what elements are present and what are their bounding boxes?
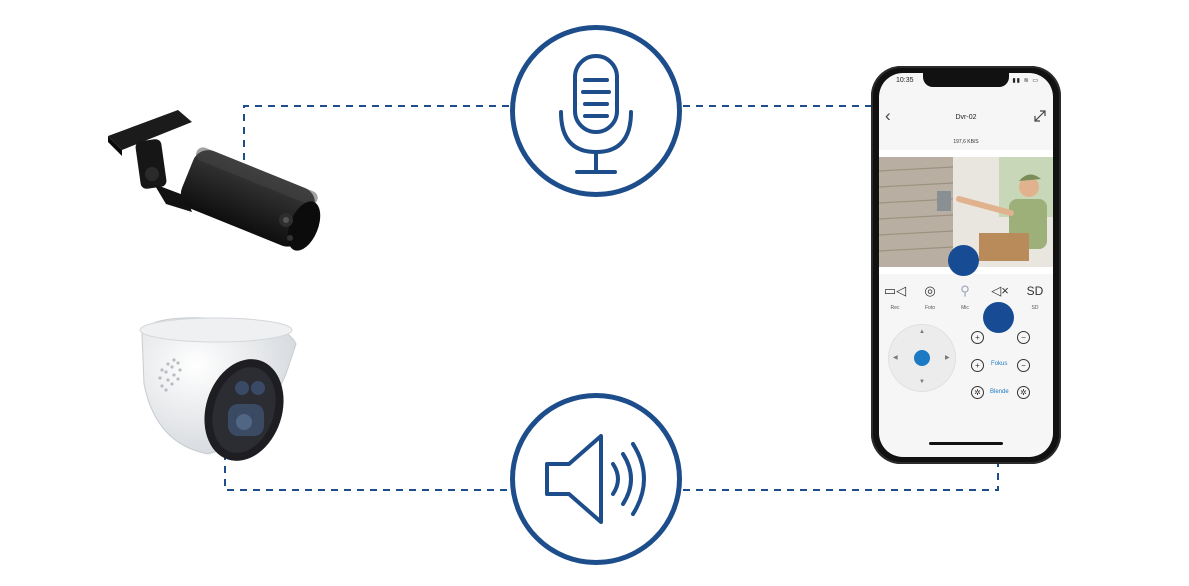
phone-screen: 10:35 ▮▮ ≋ ▭ ‹ Dvr-02 197,6 KB/S [879,73,1053,457]
iris-open-icon[interactable]: ✲ [971,386,984,399]
microphone-icon [559,54,633,174]
speaker-feature-circle [510,393,682,565]
zoom-out-box-icon[interactable]: − [1017,331,1030,344]
toolbar-mic[interactable]: ⚲ Mic [951,283,979,311]
status-icons: ▮▮ ≋ ▭ [1012,78,1039,84]
phone-notch [923,73,1009,87]
toolbar-mute[interactable]: ◁× [986,283,1014,305]
ptz-down-icon[interactable]: ▼ [919,379,925,385]
toolbar-sd[interactable]: SD SD [1021,283,1049,311]
mic-callout-marker [948,245,979,276]
focus-plus-icon[interactable]: + [971,359,984,372]
ptz-joystick[interactable]: ▲ ▼ ◀ ▶ [889,325,955,391]
microphone-icon: ⚲ [960,283,970,298]
toolbar-label: Mic [961,305,969,311]
photo-camera-icon: ◎ [924,283,936,298]
speaker-callout-marker [983,302,1014,333]
toolbar-rec[interactable]: ▭◁ Rec [881,283,909,311]
focus-minus-icon[interactable]: − [1017,359,1030,372]
toolbar-foto[interactable]: ◎ Foto [916,283,944,311]
toolbar-label: Foto [924,305,935,311]
toolbar-label: Rec [890,305,900,311]
zoom-in-box-icon[interactable]: + [971,331,984,344]
ptz-up-icon[interactable]: ▲ [919,329,925,335]
dome-camera [139,317,297,461]
top-connector-left [243,105,510,160]
speaker-icon [545,434,646,524]
bitrate-readout: 197,6 KB/S [953,139,979,145]
device-title: Dvr-02 [955,114,977,121]
ptz-left-icon[interactable]: ◀ [893,355,898,361]
ptz-center-knob[interactable] [914,350,930,366]
status-time: 10:35 [896,77,914,84]
bullet-camera [108,110,321,251]
iris-close-icon[interactable]: ✲ [1017,386,1030,399]
iris-label: Blende [990,389,1009,395]
ptz-right-icon[interactable]: ▶ [945,355,950,361]
mute-icon: ◁× [991,283,1009,298]
video-camera-icon: ▭◁ [883,283,907,298]
back-arrow-icon[interactable]: ‹ [885,106,891,125]
home-indicator [929,442,1003,445]
toolbar-label: SD [1031,305,1039,311]
app-header: ‹ Dvr-02 [879,106,1053,130]
expand-icon[interactable] [1033,109,1047,123]
sd-card-icon: SD [1026,284,1044,298]
focus-label: Fokus [991,361,1008,367]
microphone-feature-circle [510,25,682,197]
